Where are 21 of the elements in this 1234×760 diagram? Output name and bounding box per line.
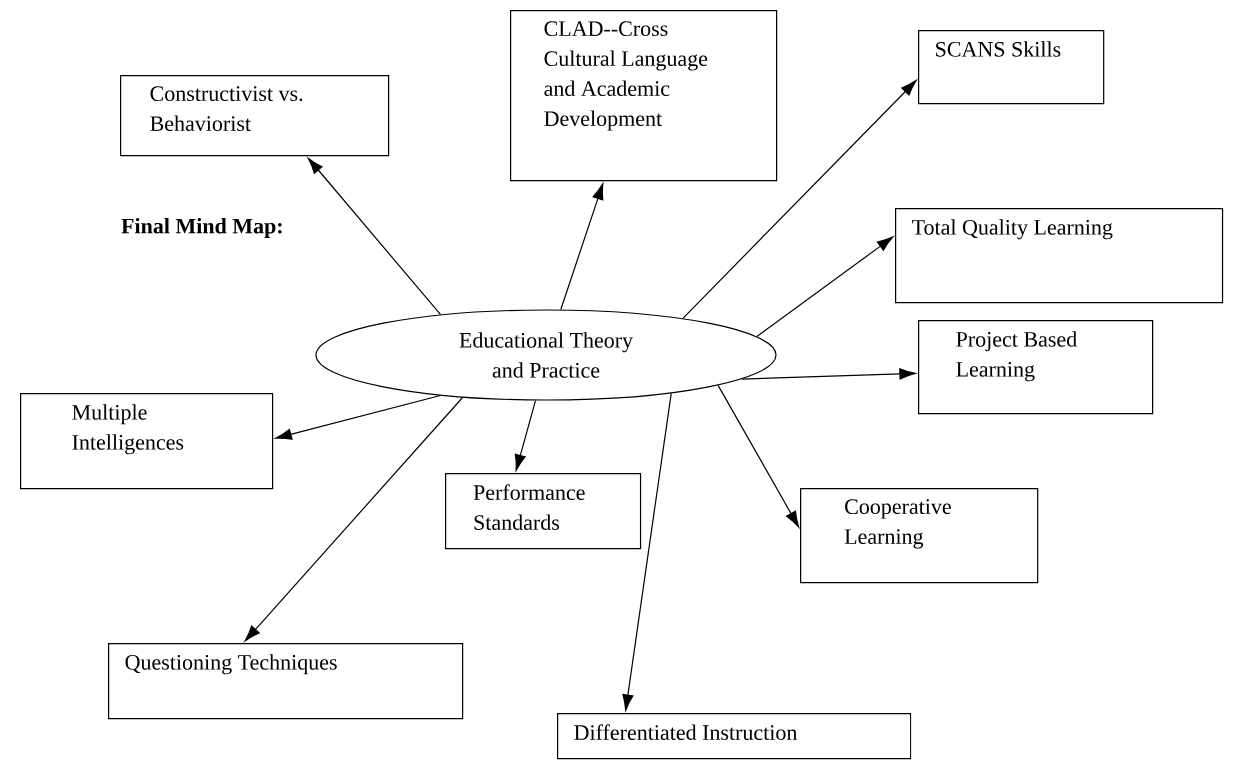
topic-box: Constructivist vs. Behaviorist [120,75,390,157]
arrow [622,392,672,711]
arrow [307,157,442,316]
arrow [756,236,894,338]
topic-box: SCANS Skills [918,30,1105,105]
arrow [275,394,442,440]
arrow [717,384,800,528]
topic-box: Performance Standards [445,473,642,550]
topic-box: Differentiated Instruction [557,713,912,760]
arrow [741,368,916,380]
topic-box: CLAD--Cross Cultural Language and Academic Development [510,10,778,182]
arrow [244,396,464,642]
title: Final Mind Map: [121,218,282,238]
arrow [514,399,537,471]
topic-box: Cooperative Learning [800,488,1039,584]
topic-box: Questioning Techniques [108,643,464,720]
topic-box: Total Quality Learning [895,208,1224,304]
topic-box: Project Based Learning [918,320,1154,415]
arrow [682,80,917,319]
arrow [560,183,604,311]
topic-box: Multiple Intelligences [20,393,274,490]
